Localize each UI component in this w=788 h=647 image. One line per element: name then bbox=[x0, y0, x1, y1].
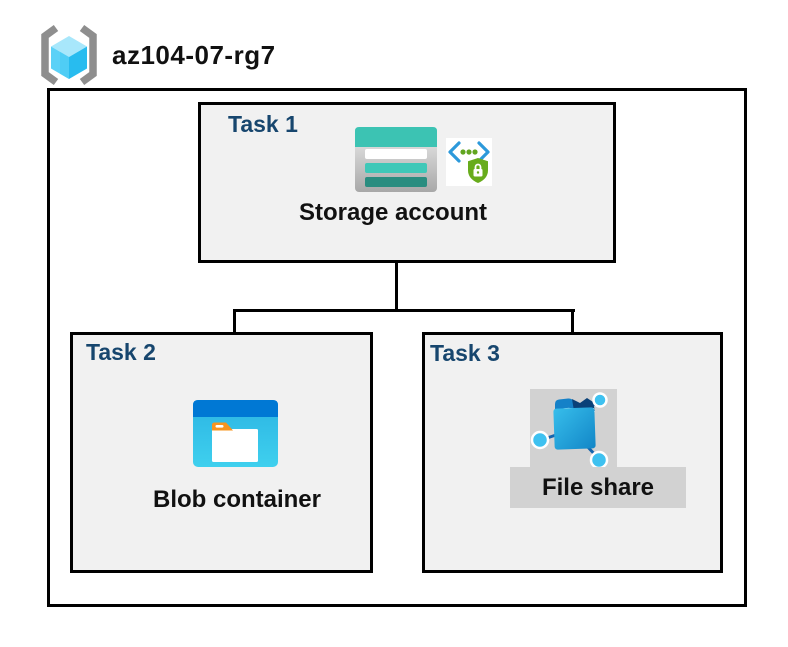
storage-account-icon bbox=[355, 127, 437, 192]
blob-container-icon bbox=[193, 400, 278, 467]
storage-account-label: Storage account bbox=[298, 199, 488, 226]
azure-resource-group-icon bbox=[36, 24, 102, 86]
file-share-label-highlight bbox=[510, 467, 686, 508]
task1-label: Task 1 bbox=[228, 111, 298, 137]
connector-horizontal bbox=[233, 309, 575, 312]
task3-label: Task 3 bbox=[430, 340, 500, 366]
shared-access-signature-icon bbox=[446, 138, 492, 186]
file-share-label: File share bbox=[541, 474, 655, 501]
task2-label: Task 2 bbox=[86, 339, 156, 365]
blob-container-label: Blob container bbox=[152, 486, 321, 513]
connector-storage-down bbox=[395, 233, 398, 311]
file-share-icon bbox=[530, 389, 617, 470]
resource-group-name: az104-07-rg7 bbox=[112, 40, 276, 70]
